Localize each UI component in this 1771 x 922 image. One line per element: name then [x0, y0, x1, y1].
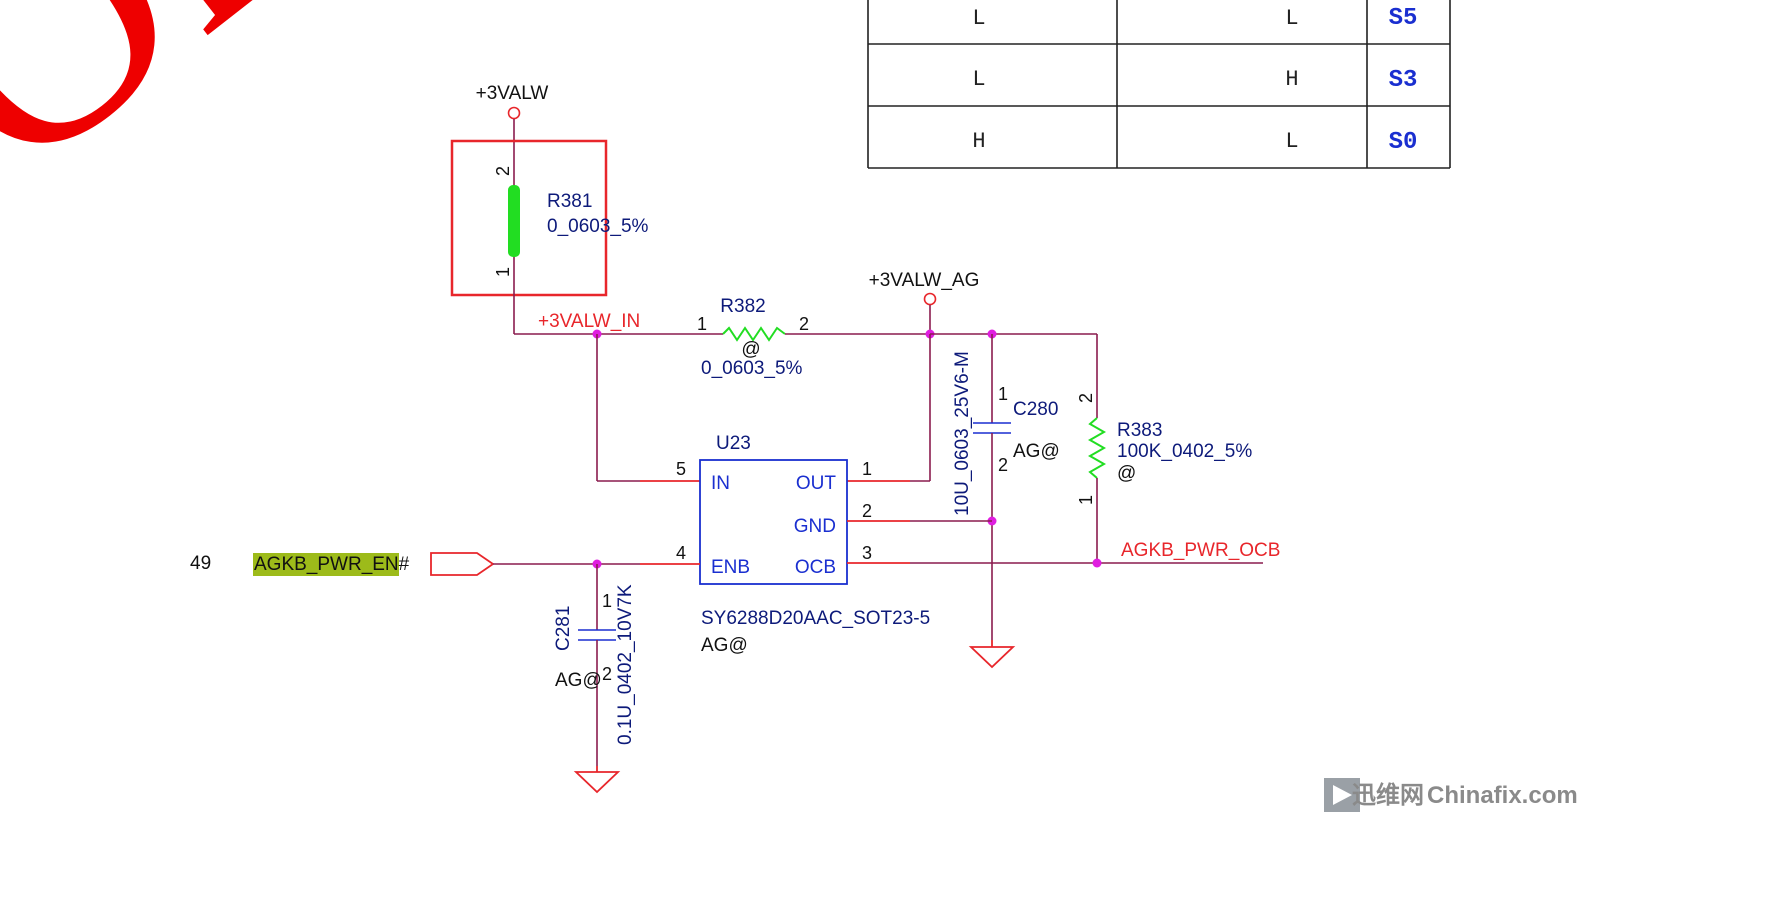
table-cell-b: H	[1285, 67, 1298, 92]
table-cell-state: S5	[1389, 5, 1418, 32]
ref-designator: R382	[720, 296, 765, 317]
ref-designator: R383	[1117, 420, 1162, 441]
ref-designator: R381	[547, 191, 592, 212]
pin-number: 1	[998, 384, 1008, 404]
highlight-box	[450, 139, 608, 297]
net-agkb-pwr-en: 49 AGKB_PWR_EN#	[190, 552, 700, 576]
pin-number: 1	[493, 267, 513, 277]
option-mark: AG@	[1013, 441, 1060, 462]
table-cell-b: L	[1285, 6, 1298, 31]
table-row: L H S3	[972, 67, 1417, 94]
pin-number: 2	[862, 501, 872, 521]
pin-name: OUT	[796, 473, 837, 494]
ref-designator: U23	[716, 433, 751, 454]
pin-number: 1	[1076, 495, 1096, 505]
table-cell-a: L	[972, 6, 985, 31]
table-cell-a: H	[972, 129, 985, 154]
ic-body	[699, 459, 848, 585]
table-cell-a: L	[972, 67, 985, 92]
net-label: AGKB_PWR_OCB	[1121, 540, 1280, 561]
resistor-body	[508, 185, 520, 257]
pin-name: IN	[711, 473, 730, 494]
ref-designator: C280	[1013, 399, 1058, 420]
net-highlight	[253, 553, 399, 576]
part-value: 100K_0402_5%	[1117, 441, 1252, 462]
resistor-body	[722, 326, 786, 342]
pin-number: 2	[998, 455, 1008, 475]
power-rail-label: +3VALW	[476, 83, 549, 104]
option-mark: @	[741, 339, 760, 360]
power-rail-label: +3VALW_AG	[869, 270, 980, 291]
option-mark: @	[1117, 463, 1136, 484]
power-rail-3valw: +3VALW	[476, 83, 549, 185]
pin-number: 1	[697, 314, 707, 334]
resistor-r383: 2 1 R383 100K_0402_5% @	[1076, 334, 1252, 563]
pin-number: 5	[676, 459, 686, 479]
resistor-r381: 2 1 R381 0_0603_5%	[450, 139, 649, 334]
pin-number: 2	[602, 664, 612, 684]
pin-number: 2	[1076, 393, 1096, 403]
resistor-r382: R382 1 2 @ 0_0603_5%	[697, 296, 930, 379]
pin-name: GND	[794, 516, 836, 537]
site-logo: 迅维网 Chinafix.com	[1324, 778, 1578, 812]
table-row: H L S0	[972, 129, 1417, 156]
pin-number: 4	[676, 543, 686, 563]
power-rail-3valw-ag: +3VALW_AG	[847, 270, 1097, 482]
page-reference: 49	[190, 553, 211, 574]
pin-number: 3	[862, 543, 872, 563]
pin-name: ENB	[711, 557, 750, 578]
pin-number: 2	[799, 314, 809, 334]
part-number: SY6288D20AAC_SOT23-5	[701, 608, 930, 629]
capacitor-c280: 1 2 C280 AG@ 10U_0603_25V6-M	[952, 334, 1060, 669]
net-label: +3VALW_IN	[538, 311, 640, 332]
pin-number: 1	[862, 459, 872, 479]
off-page-connector	[430, 552, 495, 576]
watermark-text: On	[0, 0, 376, 243]
table-cell-state: S3	[1389, 67, 1418, 94]
logo-cn: 迅维网	[1352, 781, 1424, 809]
table-cell-state: S0	[1389, 129, 1418, 156]
play-icon	[1333, 785, 1352, 805]
capacitor-c281: 1 2 C281 AG@ 0.1U_0402_10V7K	[553, 564, 636, 794]
ground-symbol	[968, 646, 1016, 669]
table-row: L L S5	[972, 5, 1417, 32]
option-mark: AG@	[701, 635, 748, 656]
part-value: 10U_0603_25V6-M	[952, 351, 973, 516]
ground-symbol	[573, 771, 621, 794]
junction-dot	[1092, 558, 1102, 568]
net-label: AGKB_PWR_EN#	[254, 554, 410, 575]
resistor-body	[1087, 417, 1107, 479]
table-cell-b: L	[1285, 129, 1298, 154]
pin-number: 2	[493, 166, 513, 176]
ic-u23: U23 IN ENB OUT GND OCB 5 4 1 2 3 SY6288D…	[676, 433, 992, 656]
pin-name: OCB	[795, 557, 836, 578]
ref-designator: C281	[553, 606, 574, 651]
watermark: On	[0, 0, 376, 243]
logo-en: Chinafix.com	[1427, 782, 1578, 809]
net-3valw-in: +3VALW_IN	[514, 311, 723, 482]
net-agkb-pwr-ocb: AGKB_PWR_OCB	[847, 540, 1280, 568]
truth-table: L L S5 L H S3 H L S0	[867, 0, 1451, 169]
part-value: 0_0603_5%	[701, 358, 803, 379]
pin-number: 1	[602, 591, 612, 611]
part-value: 0.1U_0402_10V7K	[615, 584, 636, 745]
option-mark: AG@	[555, 670, 602, 691]
part-value: 0_0603_5%	[547, 216, 649, 237]
